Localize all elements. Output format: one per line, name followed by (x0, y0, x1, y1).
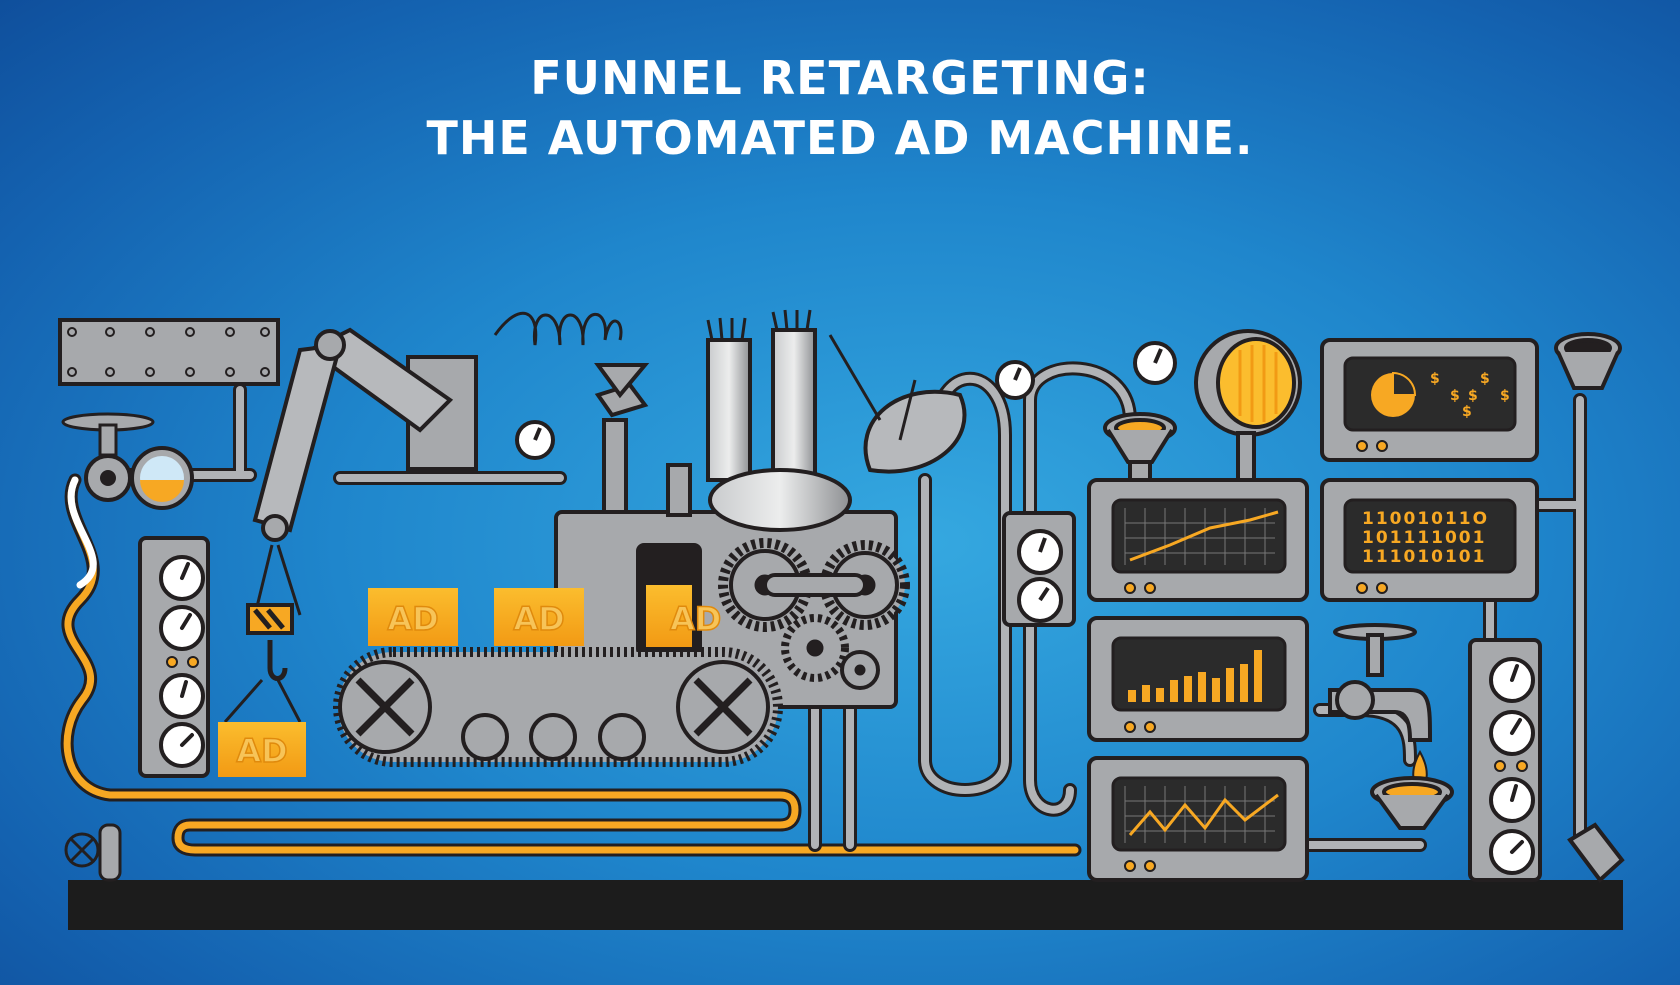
gear-icon (718, 538, 910, 690)
faucet-icon (1328, 623, 1433, 742)
robot-arm (252, 327, 478, 616)
valve-wheel-icon (61, 412, 155, 502)
bottom-valve-icon (64, 823, 122, 882)
gauge-tower-left (138, 536, 210, 778)
satellite-dish-icon (828, 334, 967, 474)
conveyor-belt (333, 647, 783, 767)
ad-box-4: AD (218, 722, 306, 777)
drip-funnel-icon (1370, 776, 1454, 830)
gauge-icon (515, 341, 1177, 460)
riveted-plate (58, 318, 280, 386)
spring-coil (493, 311, 623, 346)
orange-pipes (60, 473, 1082, 857)
monitor-line-chart (1087, 478, 1309, 602)
page-title: FUNNEL RETARGETING: THE AUTOMATED AD MAC… (0, 48, 1680, 168)
title-line-2: THE AUTOMATED AD MACHINE. (426, 111, 1254, 165)
monitor-bar-chart (1087, 616, 1309, 742)
line-chart-icon (1129, 510, 1279, 562)
ad-label-4: AD (236, 732, 287, 770)
title-line-1: FUNNEL RETARGETING: (530, 51, 1150, 105)
monitor-pie-chart: $$$$$$ (1320, 338, 1539, 462)
monitor-zigzag-chart (1087, 756, 1309, 882)
zigzag-chart-icon (1128, 793, 1279, 836)
ad-label-1: AD (387, 600, 438, 638)
gauge-box (1002, 511, 1076, 627)
svg-text:$: $ (1462, 404, 1472, 420)
ad-box-3: AD (670, 600, 721, 638)
crane-hook-icon (223, 603, 302, 723)
lamp-icon (1194, 329, 1302, 485)
top-funnel-icon (1554, 332, 1625, 883)
ad-label-3: AD (670, 600, 721, 638)
svg-text:$: $ (1480, 371, 1490, 387)
funnel-icon (1103, 412, 1177, 484)
svg-text:$: $ (1430, 371, 1440, 387)
fluid-tank-icon (130, 446, 194, 510)
binary-row-1: 11001011O (1362, 509, 1489, 529)
ad-box-1: AD (368, 588, 458, 646)
floor (68, 880, 1623, 930)
monitor-binary: 11001011O 101111001 111010101 (1320, 478, 1539, 602)
ad-label-2: AD (513, 600, 564, 638)
binary-row-3: 111010101 (1362, 547, 1486, 567)
binary-row-2: 101111001 (1362, 528, 1486, 548)
bar-chart-icon (1128, 650, 1262, 702)
svg-text:$: $ (1500, 388, 1510, 404)
svg-text:$: $ (1450, 388, 1460, 404)
svg-text:$: $ (1468, 388, 1478, 404)
gauge-tower-right (1468, 638, 1542, 882)
pie-chart-icon (1371, 371, 1417, 417)
ad-box-2: AD (494, 588, 584, 646)
